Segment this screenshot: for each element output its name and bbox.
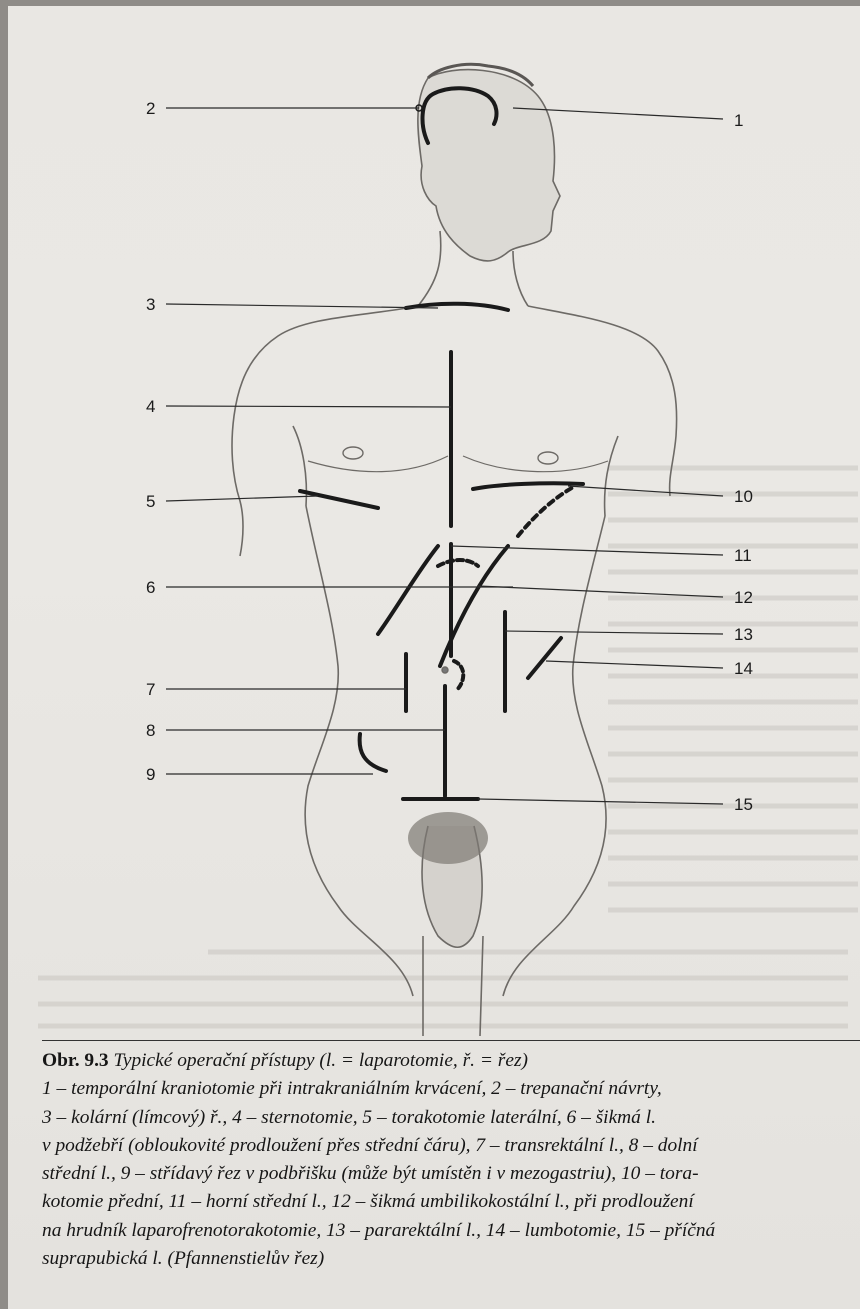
label-12: 12 bbox=[734, 588, 753, 607]
body-outline bbox=[232, 64, 677, 1036]
surgical-approaches-figure: 1 2 3 4 5 6 7 8 9 10 11 12 13 14 15 bbox=[8, 6, 860, 1036]
incision-6 bbox=[378, 546, 438, 634]
label-2: 2 bbox=[146, 99, 155, 118]
label-5: 5 bbox=[146, 492, 155, 511]
label-8: 8 bbox=[146, 721, 155, 740]
incision-3 bbox=[406, 304, 508, 310]
anatomical-illustration: 1 2 3 4 5 6 7 8 9 10 11 12 13 14 15 bbox=[8, 6, 860, 1036]
incision-6-ext bbox=[438, 560, 478, 566]
caption-subtitle: Typické operační přístupy (l. = laparoto… bbox=[114, 1050, 528, 1071]
pubic-area bbox=[408, 812, 488, 864]
label-3: 3 bbox=[146, 295, 155, 314]
label-15: 15 bbox=[734, 795, 753, 814]
incision-9 bbox=[360, 734, 386, 771]
caption-title: Obr. 9.3 bbox=[42, 1050, 109, 1071]
caption-line: 1 – temporální kraniotomie při intrakran… bbox=[42, 1075, 854, 1103]
caption-line: 3 – kolární (límcový) ř., 4 – sternotomi… bbox=[42, 1104, 854, 1132]
label-4: 4 bbox=[146, 397, 155, 416]
caption-line: kotomie přední, 11 – horní střední l., 1… bbox=[42, 1188, 854, 1216]
label-6: 6 bbox=[146, 578, 155, 597]
incision-12-ext bbox=[518, 486, 575, 536]
label-11: 11 bbox=[734, 546, 752, 565]
caption-line: střední l., 9 – střídavý řez v podbřišku… bbox=[42, 1160, 854, 1188]
navel-arc bbox=[454, 661, 463, 691]
label-9: 9 bbox=[146, 765, 155, 784]
caption-line: suprapubická l. (Pfannenstielův řez) bbox=[42, 1245, 854, 1273]
caption-heading: Obr. 9.3 Typické operační přístupy (l. =… bbox=[42, 1047, 854, 1075]
incision-5 bbox=[300, 491, 378, 508]
caption-divider bbox=[42, 1040, 860, 1041]
caption-line: v podžebří (obloukovité prodloužení přes… bbox=[42, 1132, 854, 1160]
figure-caption: Obr. 9.3 Typické operační přístupy (l. =… bbox=[42, 1047, 854, 1273]
label-13: 13 bbox=[734, 625, 753, 644]
label-14: 14 bbox=[734, 659, 753, 678]
incision-14 bbox=[528, 638, 561, 678]
label-7: 7 bbox=[146, 680, 155, 699]
book-page: 1 2 3 4 5 6 7 8 9 10 11 12 13 14 15 Obr.… bbox=[8, 6, 860, 1309]
label-10: 10 bbox=[734, 487, 753, 506]
label-1: 1 bbox=[734, 111, 743, 130]
caption-line: na hrudník laparofrenotorakotomie, 13 – … bbox=[42, 1217, 854, 1245]
incision-10 bbox=[473, 483, 583, 489]
